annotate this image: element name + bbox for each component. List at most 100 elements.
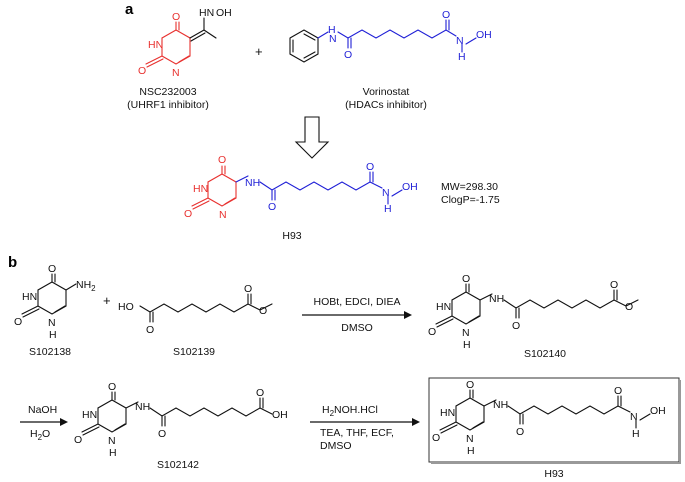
- atom-label: O: [432, 432, 440, 444]
- atom-label: O: [158, 428, 166, 440]
- product-name: H93: [544, 468, 563, 480]
- atom-label: N: [382, 187, 390, 199]
- atom-label: N: [172, 67, 180, 79]
- atom-label: HN: [199, 7, 214, 19]
- atom-label: O: [462, 273, 470, 285]
- atom-label: O: [466, 379, 474, 391]
- compound-id: S102142: [157, 459, 199, 471]
- product-name: H93: [282, 230, 301, 242]
- panel-label-a: a: [125, 1, 134, 18]
- atom-label: HN: [436, 301, 451, 313]
- atom-label: O: [146, 324, 154, 336]
- atom-label: O: [244, 283, 252, 295]
- hollow-down-arrow: [294, 116, 330, 159]
- atom-label: O: [625, 301, 633, 313]
- plus-sign: +: [255, 44, 263, 59]
- compound-name: NSC232003: [139, 86, 196, 98]
- compound-id: S102138: [29, 346, 71, 358]
- atom-label: O: [108, 381, 116, 393]
- clogp-value: ClogP=-1.75: [441, 194, 500, 206]
- atom-label: O: [366, 161, 374, 173]
- atom-label: HO: [118, 301, 134, 313]
- atom-label: NH: [245, 177, 260, 189]
- atom-label: O: [614, 385, 622, 397]
- vorinostat-structure: [289, 29, 319, 63]
- atom-label: O: [610, 279, 618, 291]
- atom-label: O: [344, 49, 352, 61]
- s102140-structure: [435, 283, 639, 328]
- atom-label: O: [48, 263, 56, 275]
- s102139-structure: [139, 293, 273, 323]
- amine-label: NH2: [76, 279, 96, 293]
- atom-label: O: [184, 208, 192, 220]
- atom-label: O: [512, 320, 520, 332]
- atom-label: H: [328, 24, 336, 36]
- vorinostat-chain: [317, 19, 477, 53]
- atom-label: OH: [272, 409, 288, 421]
- atom-label: H: [49, 329, 57, 341]
- reaction-conditions: HOBt, EDCI, DIEA: [314, 296, 401, 308]
- atom-label: OH: [476, 29, 492, 41]
- atom-label: HN: [22, 291, 37, 303]
- atom-label: N: [462, 327, 470, 339]
- atom-label: H: [384, 203, 392, 215]
- reaction-conditions: TEA, THF, ECF,: [320, 427, 394, 439]
- atom-label: O: [268, 201, 276, 213]
- atom-label: H: [632, 428, 640, 440]
- atom-label: O: [138, 65, 146, 77]
- atom-label: O: [256, 387, 264, 399]
- h93-chain: [235, 171, 403, 205]
- reaction-solvent: H2O: [30, 428, 50, 442]
- atom-label: N: [630, 411, 638, 423]
- atom-label: N: [48, 317, 56, 329]
- atom-label: O: [74, 434, 82, 446]
- reaction-conditions: NaOH: [28, 404, 57, 416]
- atom-label: H: [109, 447, 117, 459]
- atom-label: OH: [402, 181, 418, 193]
- atom-label: H: [467, 445, 475, 457]
- compound-note: (UHRF1 inhibitor): [127, 99, 209, 111]
- compound-name: Vorinostat: [363, 86, 410, 98]
- plus-sign: +: [103, 293, 111, 308]
- atom-label: OH: [216, 7, 232, 19]
- h93-final-structure: [439, 389, 651, 434]
- molecular-weight: MW=298.30: [441, 181, 498, 193]
- reaction-arrowhead: [412, 418, 420, 426]
- nsc232003-sidechain: [189, 17, 217, 42]
- reaction-arrowhead: [404, 311, 412, 319]
- product-box: [428, 377, 680, 463]
- reaction-conditions: H2NOH.HCl: [322, 404, 378, 418]
- reaction-arrowhead: [60, 418, 68, 426]
- atom-label: HN: [193, 183, 208, 195]
- atom-label: N: [108, 435, 116, 447]
- compound-id: S102139: [173, 346, 215, 358]
- s102142-structure: [81, 391, 273, 436]
- atom-label: N: [466, 433, 474, 445]
- atom-label: N: [219, 209, 227, 221]
- atom-label: NH: [135, 401, 150, 413]
- atom-label: NH: [489, 293, 504, 305]
- atom-label: O: [442, 9, 450, 21]
- atom-label: HN: [148, 39, 163, 51]
- atom-label: NH: [493, 399, 508, 411]
- compound-note: (HDACs inhibitor): [345, 99, 427, 111]
- atom-label: O: [259, 305, 267, 317]
- reaction-solvent: DMSO: [341, 322, 373, 334]
- atom-label: O: [516, 426, 524, 438]
- atom-label: H: [458, 51, 466, 63]
- compound-id: S102140: [524, 348, 566, 360]
- atom-label: HN: [82, 409, 97, 421]
- panel-label-b: b: [8, 254, 17, 271]
- atom-label: HN: [440, 407, 455, 419]
- atom-label: N: [329, 33, 337, 45]
- reaction-solvent: DMSO: [320, 440, 352, 452]
- atom-label: OH: [650, 405, 666, 417]
- atom-label: O: [172, 11, 180, 23]
- atom-label: H: [463, 339, 471, 351]
- atom-label: O: [428, 326, 436, 338]
- atom-label: O: [218, 154, 226, 166]
- s102138-structure: [21, 273, 77, 318]
- atom-label: O: [14, 316, 22, 328]
- atom-label: N: [456, 35, 464, 47]
